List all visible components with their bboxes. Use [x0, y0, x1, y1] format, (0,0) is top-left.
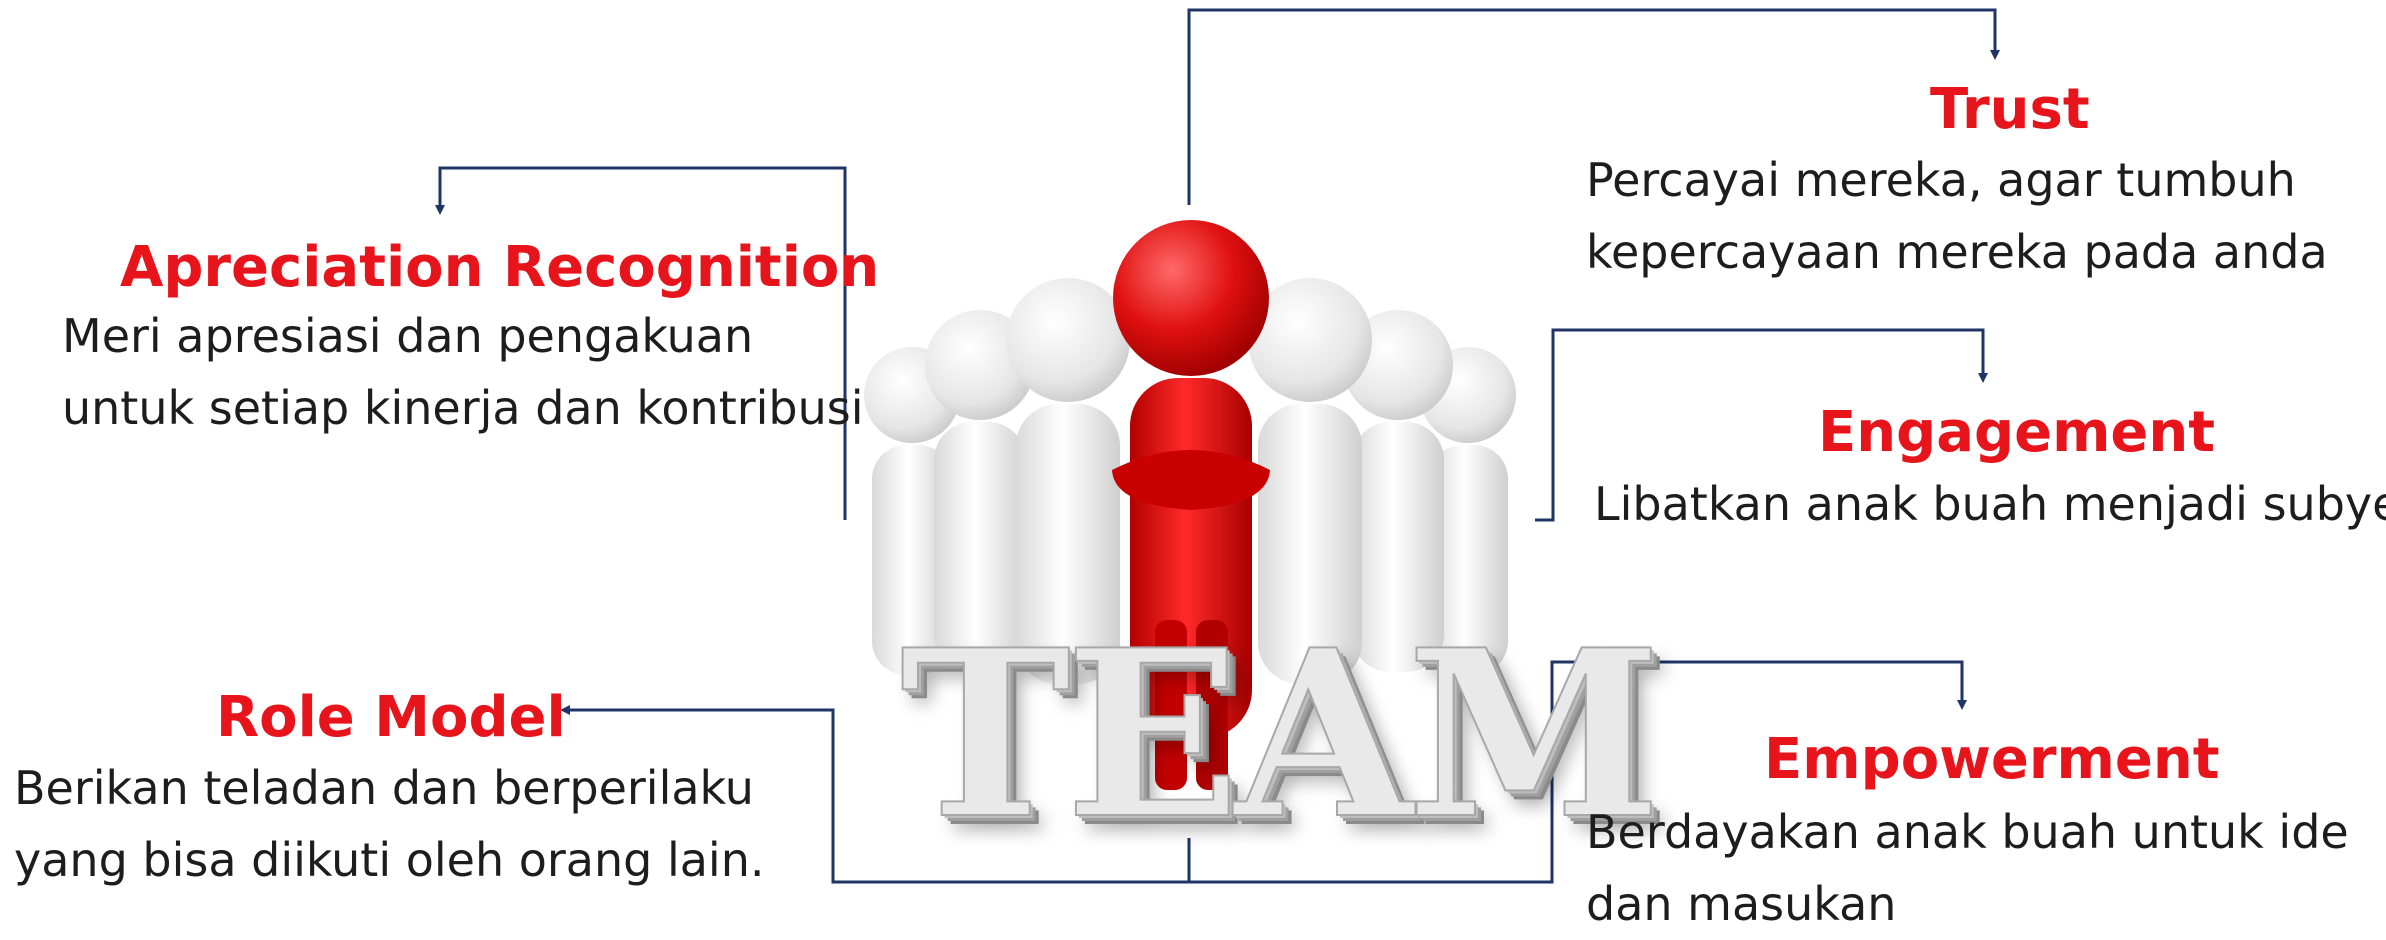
- trust-line-2: kepercayaan mereka pada anda: [1586, 225, 2328, 279]
- role-model-description: Berikan teladan dan berperilaku yang bis…: [14, 752, 764, 896]
- appreciation-title: Apreciation Recognition: [120, 235, 880, 300]
- connector-engagement: [1535, 328, 1988, 522]
- empowerment-title: Empowerment: [1764, 727, 2220, 792]
- connector-empowerment: [1189, 660, 1967, 884]
- white-figure-front-right: [1248, 278, 1372, 684]
- connector-trust: [1187, 8, 2000, 205]
- empowerment-description: Berdayakan anak buah untuk ide dan masuk…: [1586, 796, 2349, 940]
- connector-appreciation: [435, 166, 847, 520]
- trust-description: Percayai mereka, agar tumbuh kepercayaan…: [1586, 144, 2328, 288]
- trust-title: Trust: [1930, 77, 2090, 142]
- engagement-line-1: Libatkan anak buah menjadi subyek: [1594, 477, 2386, 531]
- red-leader-figure: [1112, 220, 1270, 790]
- connector-lines: [435, 8, 2000, 884]
- team-word: TEAM: [899, 600, 1663, 870]
- appreciation-description: Meri apresiasi dan pengakuan untuk setia…: [62, 300, 864, 444]
- appreciation-line-1: Meri apresiasi dan pengakuan: [62, 309, 754, 363]
- empowerment-line-1: Berdayakan anak buah untuk ide: [1586, 805, 2349, 859]
- connector-role-model: [560, 705, 1191, 884]
- engagement-description: Libatkan anak buah menjadi subyek: [1594, 468, 2386, 540]
- white-figure-front-left: [1006, 278, 1130, 684]
- trust-line-1: Percayai mereka, agar tumbuh: [1586, 153, 2296, 207]
- role-model-line-2: yang bisa diikuti oleh orang lain.: [14, 833, 765, 887]
- team-illustration: [864, 220, 1516, 790]
- empowerment-line-2: dan masukan: [1586, 877, 1897, 931]
- engagement-title: Engagement: [1818, 400, 2216, 465]
- role-model-line-1: Berikan teladan dan berperilaku: [14, 761, 754, 815]
- role-model-title: Role Model: [216, 685, 566, 750]
- appreciation-line-2: untuk setiap kinerja dan kontribusi: [62, 381, 864, 435]
